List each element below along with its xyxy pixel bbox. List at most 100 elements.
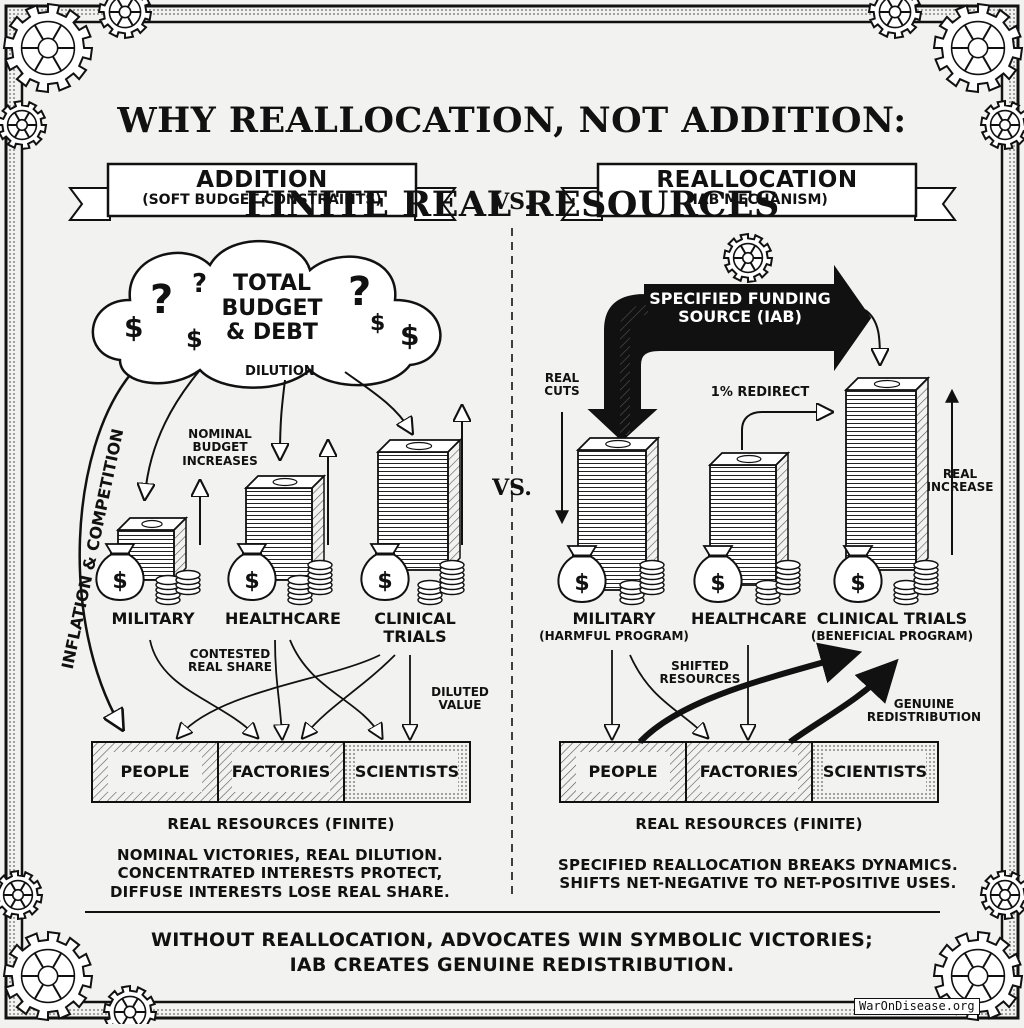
right-down-arrows [612,645,748,735]
coin-stack-icon [439,559,465,596]
cash-stack-icon [243,474,327,582]
genuine-redistribution-label: GENUINE REDISTRIBUTION [866,697,982,725]
right-banner-title: REALLOCATION [656,167,858,193]
right-program-clinical-trials-note: (BENEFICIAL PROGRAM) [810,629,974,643]
right-resource-factories: FACTORIES [699,762,799,781]
bag-dollar-sign: $ [574,571,589,596]
shifted-resources-label: SHIFTED RESOURCES [659,659,741,687]
right-resource-people: PEOPLE [588,762,658,781]
money-bag-icon: $ [557,545,607,604]
cloud-dollar-1: $ [124,311,144,344]
money-bag-icon: $ [95,543,145,602]
dilution-label: DILUTION [245,364,315,379]
coin-stack-icon [893,579,919,606]
gear-icon [867,0,923,40]
title-line-1: WHY REALLOCATION, NOT ADDITION: [117,100,907,141]
gear-icon [0,99,48,151]
gear-icon [97,0,153,40]
gear-icon [979,99,1024,151]
right-program-clinical-trials: CLINICAL TRIALS [816,609,968,628]
bag-dollar-sign: $ [112,569,127,594]
gear-icon [722,232,774,284]
right-banner-subtitle: (IAB MECHANISM) [686,192,828,208]
cash-stack-icon [115,516,189,582]
outer-frame [4,4,1020,1020]
right-resource-scientists: SCIENTISTS [822,762,928,781]
gear-icon [102,984,158,1028]
funding-source-arrow [587,264,872,442]
contested-share-label: CONTESTED REAL SHARE [188,647,272,675]
left-resource-scientists: SCIENTISTS [354,762,460,781]
coin-stack-icon [175,569,201,596]
right-resources-caption: REAL RESOURCES (FINITE) [635,815,863,833]
cloud-question-mark-3: ? [348,269,372,315]
money-bag-icon: $ [227,543,277,602]
cloud-question-mark-1: ? [150,277,174,323]
coin-stack-icon [913,559,939,596]
funding-source-label: SPECIFIED FUNDING SOURCE (IAB) [649,289,831,326]
left-up-arrows [200,410,462,545]
money-bag-icon: $ [833,545,883,604]
coin-stack-icon [155,574,181,606]
vs-middle-label: VS. [492,475,532,501]
left-resources-caption: REAL RESOURCES (FINITE) [167,815,395,833]
cloud-dollar-3: $ [370,311,386,336]
cloud-dollar-4: $ [400,319,420,352]
bag-dollar-sign: $ [850,571,865,596]
gear-icon [2,930,94,1022]
left-resources-bar [91,741,471,803]
left-down-arrows [149,639,410,735]
left-banner-subtitle: (SOFT BUDGET CONSTRAINTS) [142,192,382,208]
coin-stack-icon [417,579,443,606]
coin-stack-icon [755,579,781,606]
cash-stack-icon [843,376,931,572]
coin-stack-icon [639,559,665,596]
gear-icon [0,869,44,921]
right-banner [560,162,957,221]
gear-icon [979,869,1024,921]
right-summary: SPECIFIED REALLOCATION BREAKS DYNAMICS. … [558,856,958,893]
right-program-military-note: (HARMFUL PROGRAM) [539,629,689,643]
frame-hatch [8,8,1016,1016]
nominal-increases-label: NOMINAL BUDGET INCREASES [182,427,258,468]
bag-dollar-sign: $ [244,569,259,594]
left-resource-factories: FACTORIES [231,762,331,781]
bag-dollar-sign: $ [710,571,725,596]
right-program-healthcare: HEALTHCARE [691,609,807,628]
left-program-military: MILITARY [111,609,195,628]
redirect-label: 1% REDIRECT [710,385,810,400]
coin-stack-icon [619,579,645,606]
right-resources-bar [559,741,939,803]
real-increase-label: REAL INCREASE [926,467,994,495]
inner-frame [20,20,1004,1004]
cash-stack-icon [375,438,463,572]
diluted-value-label: DILUTED VALUE [431,685,489,713]
real-cuts-label: REAL CUTS [544,371,580,399]
left-cloud-arrows [78,369,410,725]
left-resource-people: PEOPLE [120,762,190,781]
cloud-label: TOTAL BUDGET & DEBT [221,271,323,346]
gear-icon [2,2,94,94]
cloud-question-mark-2: ? [192,269,208,299]
left-program-clinical-trials: CLINICAL TRIALS [374,609,456,646]
funding-down-arrow [864,309,880,360]
cloud-icon [91,239,442,389]
coin-stack-icon [775,559,801,596]
redirect-arrow [741,412,828,450]
site-url-link[interactable]: WarOnDisease.org [854,998,980,1016]
left-banner-title: ADDITION [196,167,328,193]
footer-statement: WITHOUT REALLOCATION, ADVOCATES WIN SYMB… [150,929,874,976]
left-program-healthcare: HEALTHCARE [225,609,341,628]
cloud-dollar-2: $ [186,325,203,353]
right-program-military: MILITARY [572,609,656,628]
left-banner [68,162,457,221]
genuine-redistribution-arrows [637,642,899,745]
coin-stack-icon [287,574,313,606]
money-bag-icon: $ [693,545,743,604]
page-title: WHY REALLOCATION, NOT ADDITION: FINITE R… [0,58,1024,268]
vs-top-label: VS. [492,189,532,215]
bag-dollar-sign: $ [377,569,392,594]
money-illustrations: $ $ $ $ $ $ [95,376,939,606]
